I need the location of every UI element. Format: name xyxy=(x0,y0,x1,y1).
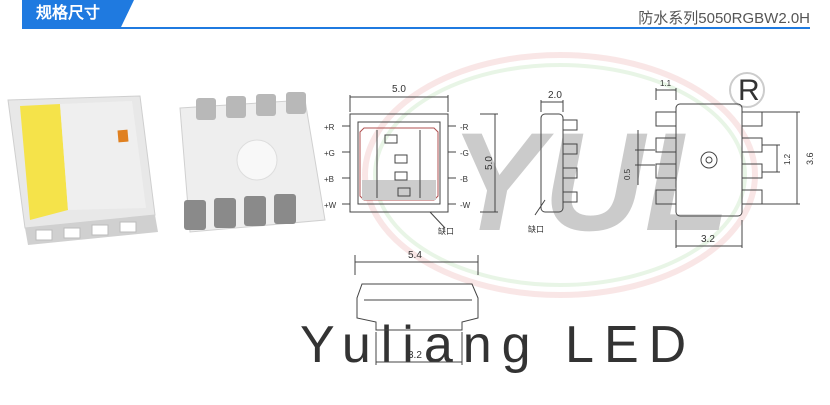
top-height-dim: 5.0 xyxy=(484,156,495,170)
pin-right-1: -R xyxy=(460,123,469,132)
registered-mark-circle xyxy=(729,72,765,108)
front-view-drawing xyxy=(354,255,479,365)
pin-right-4: -W xyxy=(460,201,471,210)
bottom-height-dim: 3.6 xyxy=(805,152,815,165)
side-view-drawing xyxy=(534,100,578,216)
bottom-pad-span-dim: 1.2 xyxy=(783,153,792,165)
section-title: 规格尺寸 xyxy=(36,5,101,22)
side-notch-label: 缺口 xyxy=(528,224,544,234)
pin-left-1: +R xyxy=(324,123,335,132)
pin-left-3: +B xyxy=(324,175,334,184)
bottom-pad-width-dim: 1.1 xyxy=(660,79,672,88)
pin-left-2: +G xyxy=(324,149,335,158)
watermark-brand: Yuliang LED xyxy=(300,316,696,374)
watermark-logo: YUL xyxy=(362,52,758,298)
top-notch-label: 缺口 xyxy=(438,226,454,236)
bottom-pitch-dim: 0.5 xyxy=(623,168,632,180)
header-rule xyxy=(22,27,810,29)
lens-yellow xyxy=(20,104,68,220)
bottom-base-width-dim: 3.2 xyxy=(701,234,715,245)
side-width-dim: 2.0 xyxy=(548,90,562,101)
pin-right-2: -G xyxy=(460,149,469,158)
bottom-view-drawing xyxy=(635,88,800,248)
top-width-dim: 5.0 xyxy=(392,84,406,95)
front-width-dim: 5.4 xyxy=(408,250,422,261)
pin-left-4: +W xyxy=(324,201,337,210)
front-base-width-dim: 3.2 xyxy=(408,350,422,361)
pin-right-3: -B xyxy=(460,175,468,184)
watermark-logo-text: YUL xyxy=(450,103,730,260)
led-photo-top xyxy=(7,95,158,245)
top-view-drawing xyxy=(342,95,498,229)
product-name: 防水系列5050RGBW2.0H xyxy=(638,10,810,27)
registered-mark: R xyxy=(738,74,760,107)
led-photo-angle xyxy=(179,92,326,233)
section-tab: 规格尺寸 xyxy=(22,0,134,28)
